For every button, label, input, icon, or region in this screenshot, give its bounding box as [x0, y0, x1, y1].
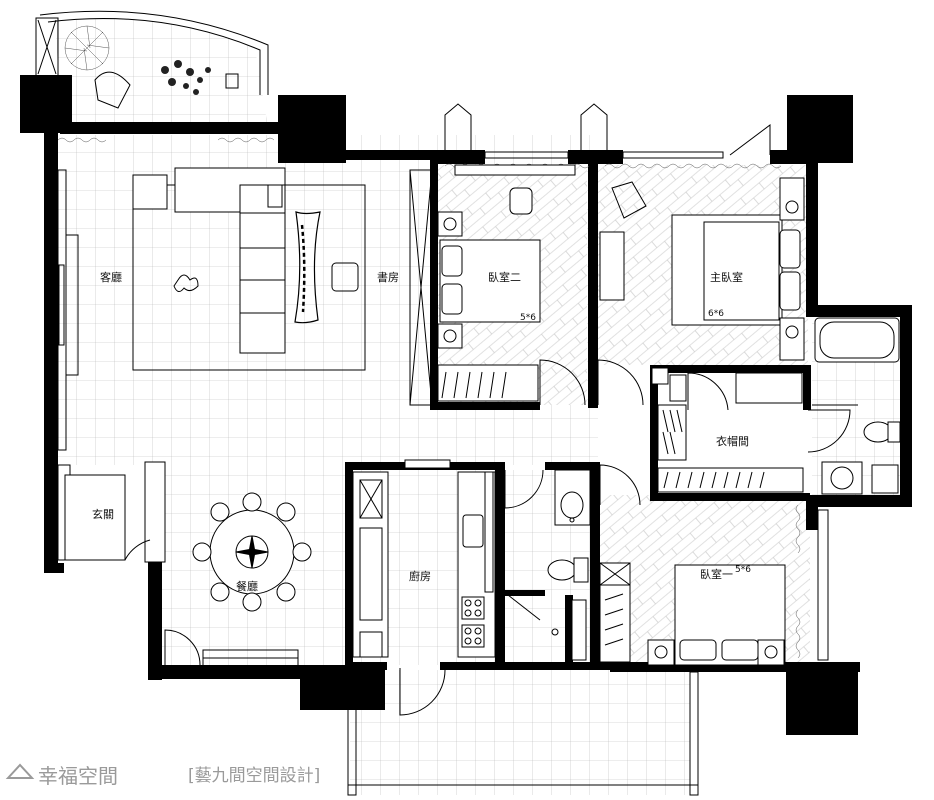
- kitchen-door: [399, 668, 446, 716]
- toilet-icon: [863, 421, 901, 443]
- bathtub-icon: [814, 317, 900, 363]
- label-walk-in-closet: 衣帽間: [716, 434, 749, 448]
- columns: [444, 103, 608, 153]
- closet-door: [687, 372, 729, 411]
- front-door: [164, 629, 201, 666]
- tv-cabinet: [57, 169, 79, 451]
- master-door: [729, 124, 771, 156]
- label-master-bedroom: 主臥室: [710, 270, 743, 284]
- size-master-bedroom: 6*6: [708, 309, 724, 319]
- study-chair-icon: [331, 262, 359, 292]
- walls: [20, 75, 912, 735]
- balcony-bottom-floor: [350, 670, 690, 795]
- entrance-cabinet: [57, 461, 166, 563]
- armchair-icon: [94, 71, 131, 109]
- balcony-railing: [35, 10, 269, 95]
- bottom-balcony-railing: [347, 671, 699, 796]
- dining-table-icon: [192, 492, 312, 612]
- desk-chair-icon: [454, 164, 576, 215]
- kitchen-cabinets: [352, 459, 496, 658]
- master-bed-icon: [671, 177, 805, 361]
- bed-icon: [437, 211, 541, 349]
- balcony-top-floor: [55, 18, 268, 129]
- vanity-chair-icon: [599, 181, 647, 301]
- label-living-room: 客廳: [100, 270, 122, 284]
- label-study: 書房: [377, 270, 399, 284]
- watermark-logo-icon: [5, 763, 35, 779]
- watermark-designer: [藝九間空間設計]: [188, 766, 320, 786]
- label-entrance: 玄關: [92, 507, 114, 521]
- guest-toilet-icon: [547, 557, 589, 583]
- plant-icon: [64, 25, 110, 71]
- coffee-table-icon: [173, 274, 199, 292]
- label-dining-room: 餐廳: [236, 579, 258, 593]
- label-kitchen: 廚房: [409, 569, 431, 583]
- shrub-icon: [161, 60, 211, 95]
- first-bedroom-wardrobe: [599, 562, 631, 663]
- closet-racks: [651, 367, 804, 493]
- desk-icon: [294, 211, 321, 324]
- windows: [202, 151, 829, 667]
- shower-icon: [507, 594, 587, 661]
- size-second-bedroom: 5*6: [520, 313, 536, 323]
- bath-door: [504, 464, 641, 509]
- wardrobe: [437, 364, 539, 402]
- first-bed-icon: [647, 564, 786, 666]
- door-swing: [539, 359, 644, 406]
- sofa-icon: [132, 167, 286, 354]
- label-first-bedroom: 臥室一: [700, 567, 733, 581]
- master-bath-door: [807, 404, 858, 453]
- sink-icon: [821, 461, 899, 495]
- study-bookshelf: [409, 169, 433, 406]
- guest-sink-icon: [554, 469, 591, 526]
- size-first-bedroom: 5*6: [735, 565, 751, 575]
- label-second-bedroom: 臥室二: [488, 270, 521, 284]
- watermark-brand: 幸福空間: [38, 764, 118, 788]
